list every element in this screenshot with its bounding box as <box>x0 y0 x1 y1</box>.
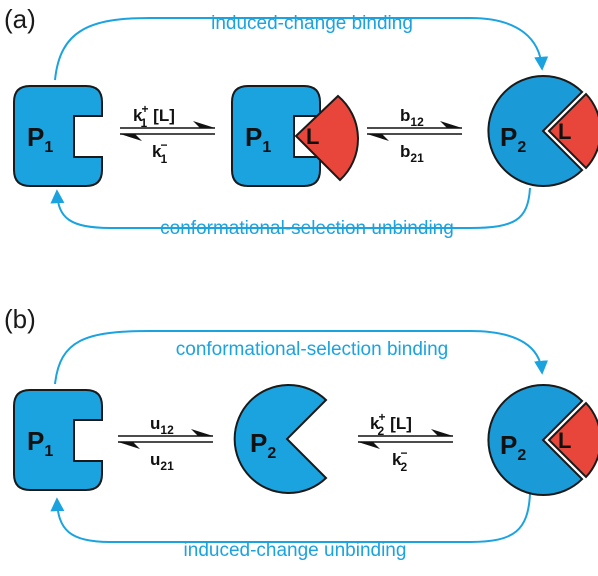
protein-p2-label: P2 <box>250 428 276 462</box>
protein-p2-shape <box>233 384 328 494</box>
protein-p2-label: P2 <box>500 122 526 156</box>
rate-b21: b21 <box>400 142 424 165</box>
panel-b-label: (b) <box>4 304 36 334</box>
rate-u12: u12 <box>150 414 174 437</box>
ligand-wedge <box>294 94 359 182</box>
protein-p1-bound: P1 L <box>231 85 359 187</box>
protein-p2-bound: P2 L <box>487 75 598 187</box>
protein-p1b-label: P1 <box>245 122 271 156</box>
rate-k2-plus: k+2[L] <box>370 410 412 438</box>
protein-p1-label: P1 <box>27 426 53 460</box>
top-arc-label: conformational-selection binding <box>176 339 449 360</box>
ligand-wedge <box>547 401 598 479</box>
protein-p1-unbound: P1 <box>13 389 103 491</box>
ligand-label: L <box>306 124 319 149</box>
top-arc-label: induced-change binding <box>211 13 413 34</box>
rate-k1-plus: k+1[L] <box>133 102 175 130</box>
rate-k1-minus: k−1 <box>152 138 167 166</box>
forward-arrowhead <box>191 429 213 436</box>
equilibrium-arrows-1: k+1[L] k−1 <box>120 102 215 166</box>
bottom-arc-label: induced-change unbinding <box>184 540 407 561</box>
protein-p2-bound: P2 L <box>487 384 598 496</box>
protein-p1-unbound: P1 <box>13 85 103 187</box>
forward-arrowhead <box>440 121 462 128</box>
protein-p1b-shape <box>231 85 321 187</box>
panel-a: (a) induced-change binding conformationa… <box>4 4 598 239</box>
panel-a-label: (a) <box>4 4 36 34</box>
reverse-arrowhead <box>358 442 380 449</box>
reverse-arrowhead <box>118 442 140 449</box>
equilibrium-arrows-1: u12 u21 <box>118 414 213 473</box>
protein-p2b-label: P2 <box>500 430 526 464</box>
protein-p1-shape <box>13 389 103 491</box>
ligand-wedge <box>547 92 598 170</box>
top-arc-arrow <box>54 17 549 81</box>
rate-u21: u21 <box>150 450 174 473</box>
forward-arrowhead <box>193 121 215 128</box>
reverse-arrowhead <box>367 134 389 141</box>
panel-b: (b) conformational-selection binding ind… <box>4 304 598 561</box>
bottom-arc-arrow <box>50 187 531 229</box>
rate-k2-minus: k−2 <box>392 446 407 474</box>
protein-p2-free: P2 <box>233 384 328 494</box>
forward-arrowhead <box>431 429 453 436</box>
bottom-arc-label: conformational-selection unbinding <box>160 218 454 239</box>
equilibrium-arrows-2: k+2[L] k−2 <box>358 410 453 474</box>
protein-p2-shape <box>487 75 584 187</box>
ligand-label: L <box>558 428 571 453</box>
reverse-arrowhead <box>120 134 142 141</box>
ligand-label: L <box>558 119 571 144</box>
bottom-arc-arrow <box>50 493 531 543</box>
top-arc-arrow <box>54 330 549 385</box>
protein-p1-label: P1 <box>27 122 53 156</box>
protein-p1-shape <box>13 85 103 187</box>
equilibrium-arrows-2: b12 b21 <box>367 106 462 165</box>
rate-b12: b12 <box>400 106 424 129</box>
protein-p2b-shape <box>487 384 584 496</box>
